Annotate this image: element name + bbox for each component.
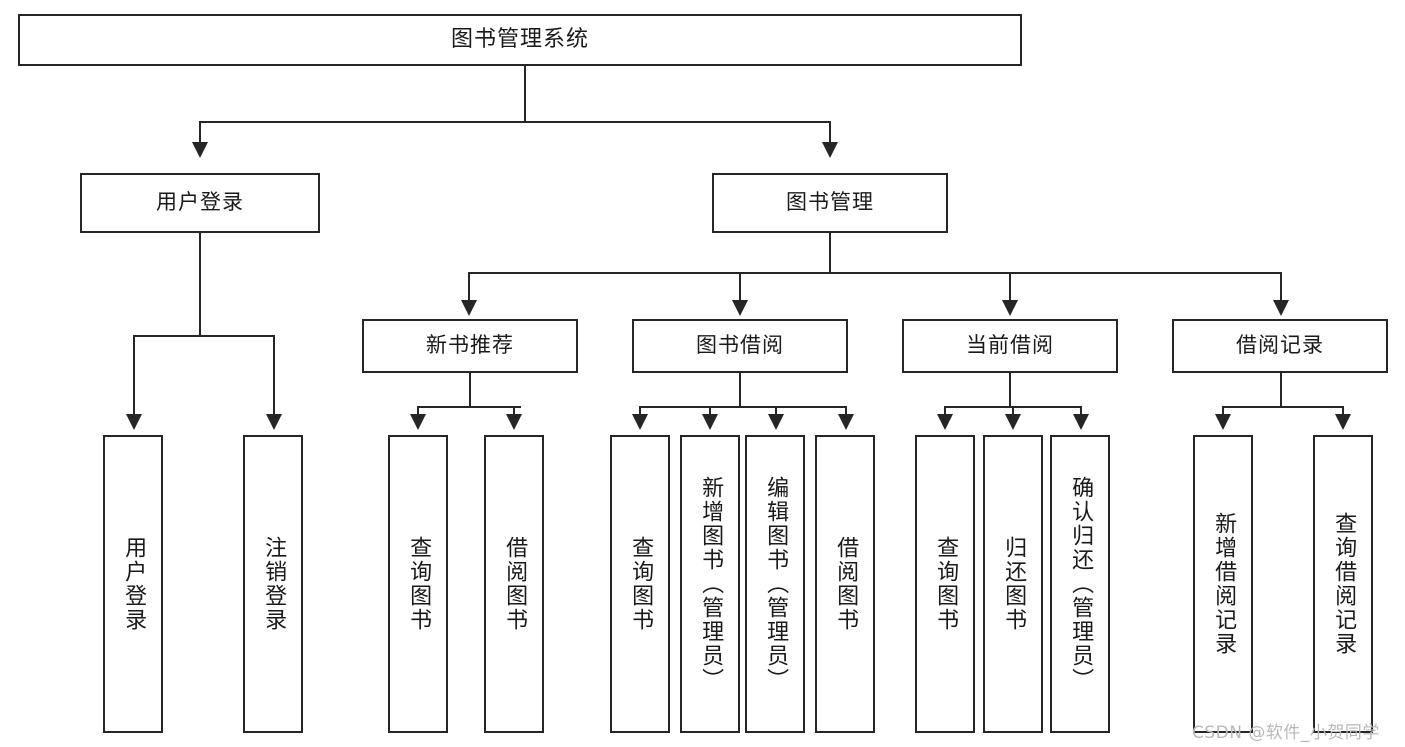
node-label: 用户登录 (121, 536, 147, 632)
leaf-borrow-book-recommend[interactable]: 借阅图书 (484, 435, 544, 733)
connector-user-login-bus (133, 335, 273, 337)
connector-current-borrow-leaf3 (1080, 406, 1082, 417)
arrowhead-leaf-edit-book (768, 414, 784, 430)
connector-to-new-book (468, 272, 470, 304)
connector-borrow-record-leaf2 (1342, 406, 1344, 417)
arrowhead-leaf-query-book-1 (410, 414, 426, 430)
connector-borrow-record-bus (1222, 406, 1342, 408)
arrowhead-leaf-return-book (1005, 414, 1021, 430)
node-root-system[interactable]: 图书管理系统 (18, 14, 1022, 66)
connector-root-bus (199, 121, 830, 123)
node-book-borrow[interactable]: 图书借阅 (632, 319, 848, 373)
connector-borrow-record-stem (1280, 373, 1282, 407)
leaf-query-book-recommend[interactable]: 查询图书 (388, 435, 448, 733)
connector-book-borrow-bus (639, 406, 845, 408)
connector-root-stem (524, 66, 526, 122)
node-label: 新书推荐 (426, 333, 514, 358)
leaf-borrow-book[interactable]: 借阅图书 (815, 435, 875, 733)
connector-book-borrow-leaf3 (775, 406, 777, 417)
node-label: 图书管理 (786, 190, 874, 215)
connector-book-borrow-leaf4 (845, 406, 847, 417)
arrowhead-leaf-borrow-book-2 (838, 414, 854, 430)
connector-root-to-user-login (199, 121, 201, 147)
connector-current-borrow-leaf1 (944, 406, 946, 417)
arrowhead-leaf-confirm-return (1073, 414, 1089, 430)
arrowhead-leaf-add-book (702, 414, 718, 430)
node-borrow-record[interactable]: 借阅记录 (1172, 319, 1388, 373)
node-new-book-recommend[interactable]: 新书推荐 (362, 319, 578, 373)
node-label: 新增图书（管理员） (698, 476, 724, 692)
connector-to-borrow-record (1280, 272, 1282, 304)
node-label: 查询图书 (933, 536, 959, 632)
csdn-watermark: CSDN @软件_小贺同学 (1192, 723, 1380, 743)
arrowhead-book-borrow (732, 300, 748, 316)
arrowhead-current-borrow (1002, 300, 1018, 316)
arrowhead-leaf-borrow-book-1 (506, 414, 522, 430)
connector-new-book-bus (417, 406, 521, 408)
node-user-login[interactable]: 用户登录 (80, 173, 320, 233)
arrowhead-user-login (192, 142, 208, 158)
arrowhead-leaf-user-login (126, 414, 142, 430)
node-label: 新增借阅记录 (1211, 512, 1237, 656)
connector-user-login-leaf2 (273, 335, 275, 417)
arrowhead-new-book (461, 300, 477, 316)
connector-new-book-stem (469, 373, 471, 407)
node-label: 确认归还（管理员） (1068, 476, 1094, 692)
node-label: 图书管理系统 (450, 26, 589, 52)
connector-book-borrow-stem (739, 373, 741, 407)
node-label: 归还图书 (1001, 536, 1027, 632)
arrowhead-book-mgmt (822, 142, 838, 158)
leaf-add-borrow-record[interactable]: 新增借阅记录 (1193, 435, 1253, 733)
connector-current-borrow-stem (1009, 373, 1011, 407)
leaf-query-borrow-record[interactable]: 查询借阅记录 (1313, 435, 1373, 733)
connector-book-borrow-leaf1 (639, 406, 641, 417)
node-label: 查询图书 (406, 536, 432, 632)
node-label: 借阅图书 (502, 536, 528, 632)
arrowhead-leaf-query-book-3 (937, 414, 953, 430)
arrowhead-leaf-query-record (1335, 414, 1351, 430)
arrowhead-borrow-record (1273, 300, 1289, 316)
node-label: 借阅记录 (1236, 333, 1324, 358)
connector-book-mgmt-stem (829, 233, 831, 273)
leaf-edit-book-admin[interactable]: 编辑图书（管理员） (745, 435, 805, 733)
arrowhead-leaf-query-book-2 (632, 414, 648, 430)
leaf-confirm-return-admin[interactable]: 确认归还（管理员） (1050, 435, 1110, 733)
leaf-query-book-current[interactable]: 查询图书 (915, 435, 975, 733)
connector-user-login-leaf1 (133, 335, 135, 417)
node-current-borrow[interactable]: 当前借阅 (902, 319, 1118, 373)
node-label: 查询图书 (628, 536, 654, 632)
connector-borrow-record-leaf1 (1222, 406, 1224, 417)
connector-user-login-stem (199, 233, 201, 336)
connector-to-book-borrow (739, 272, 741, 304)
leaf-return-book[interactable]: 归还图书 (983, 435, 1043, 733)
node-label: 借阅图书 (833, 536, 859, 632)
node-label: 用户登录 (156, 190, 244, 215)
connector-to-current-borrow (1009, 272, 1011, 304)
node-label: 当前借阅 (966, 333, 1054, 358)
connector-new-book-leaf2 (513, 406, 515, 417)
arrowhead-leaf-logout (266, 414, 282, 430)
node-label: 注销登录 (261, 536, 287, 632)
leaf-user-login[interactable]: 用户登录 (103, 435, 163, 733)
node-label: 查询借阅记录 (1331, 512, 1357, 656)
node-book-management[interactable]: 图书管理 (712, 173, 948, 233)
leaf-query-book-borrow[interactable]: 查询图书 (610, 435, 670, 733)
connector-new-book-leaf1 (417, 406, 419, 417)
leaf-add-book-admin[interactable]: 新增图书（管理员） (680, 435, 740, 733)
arrowhead-leaf-add-record (1215, 414, 1231, 430)
connector-current-borrow-leaf2 (1012, 406, 1014, 417)
connector-book-mgmt-bus (468, 272, 1280, 274)
leaf-logout[interactable]: 注销登录 (243, 435, 303, 733)
connector-root-to-book-mgmt (829, 121, 831, 147)
node-label: 编辑图书（管理员） (763, 476, 789, 692)
connector-book-borrow-leaf2 (709, 406, 711, 417)
node-label: 图书借阅 (696, 333, 784, 358)
